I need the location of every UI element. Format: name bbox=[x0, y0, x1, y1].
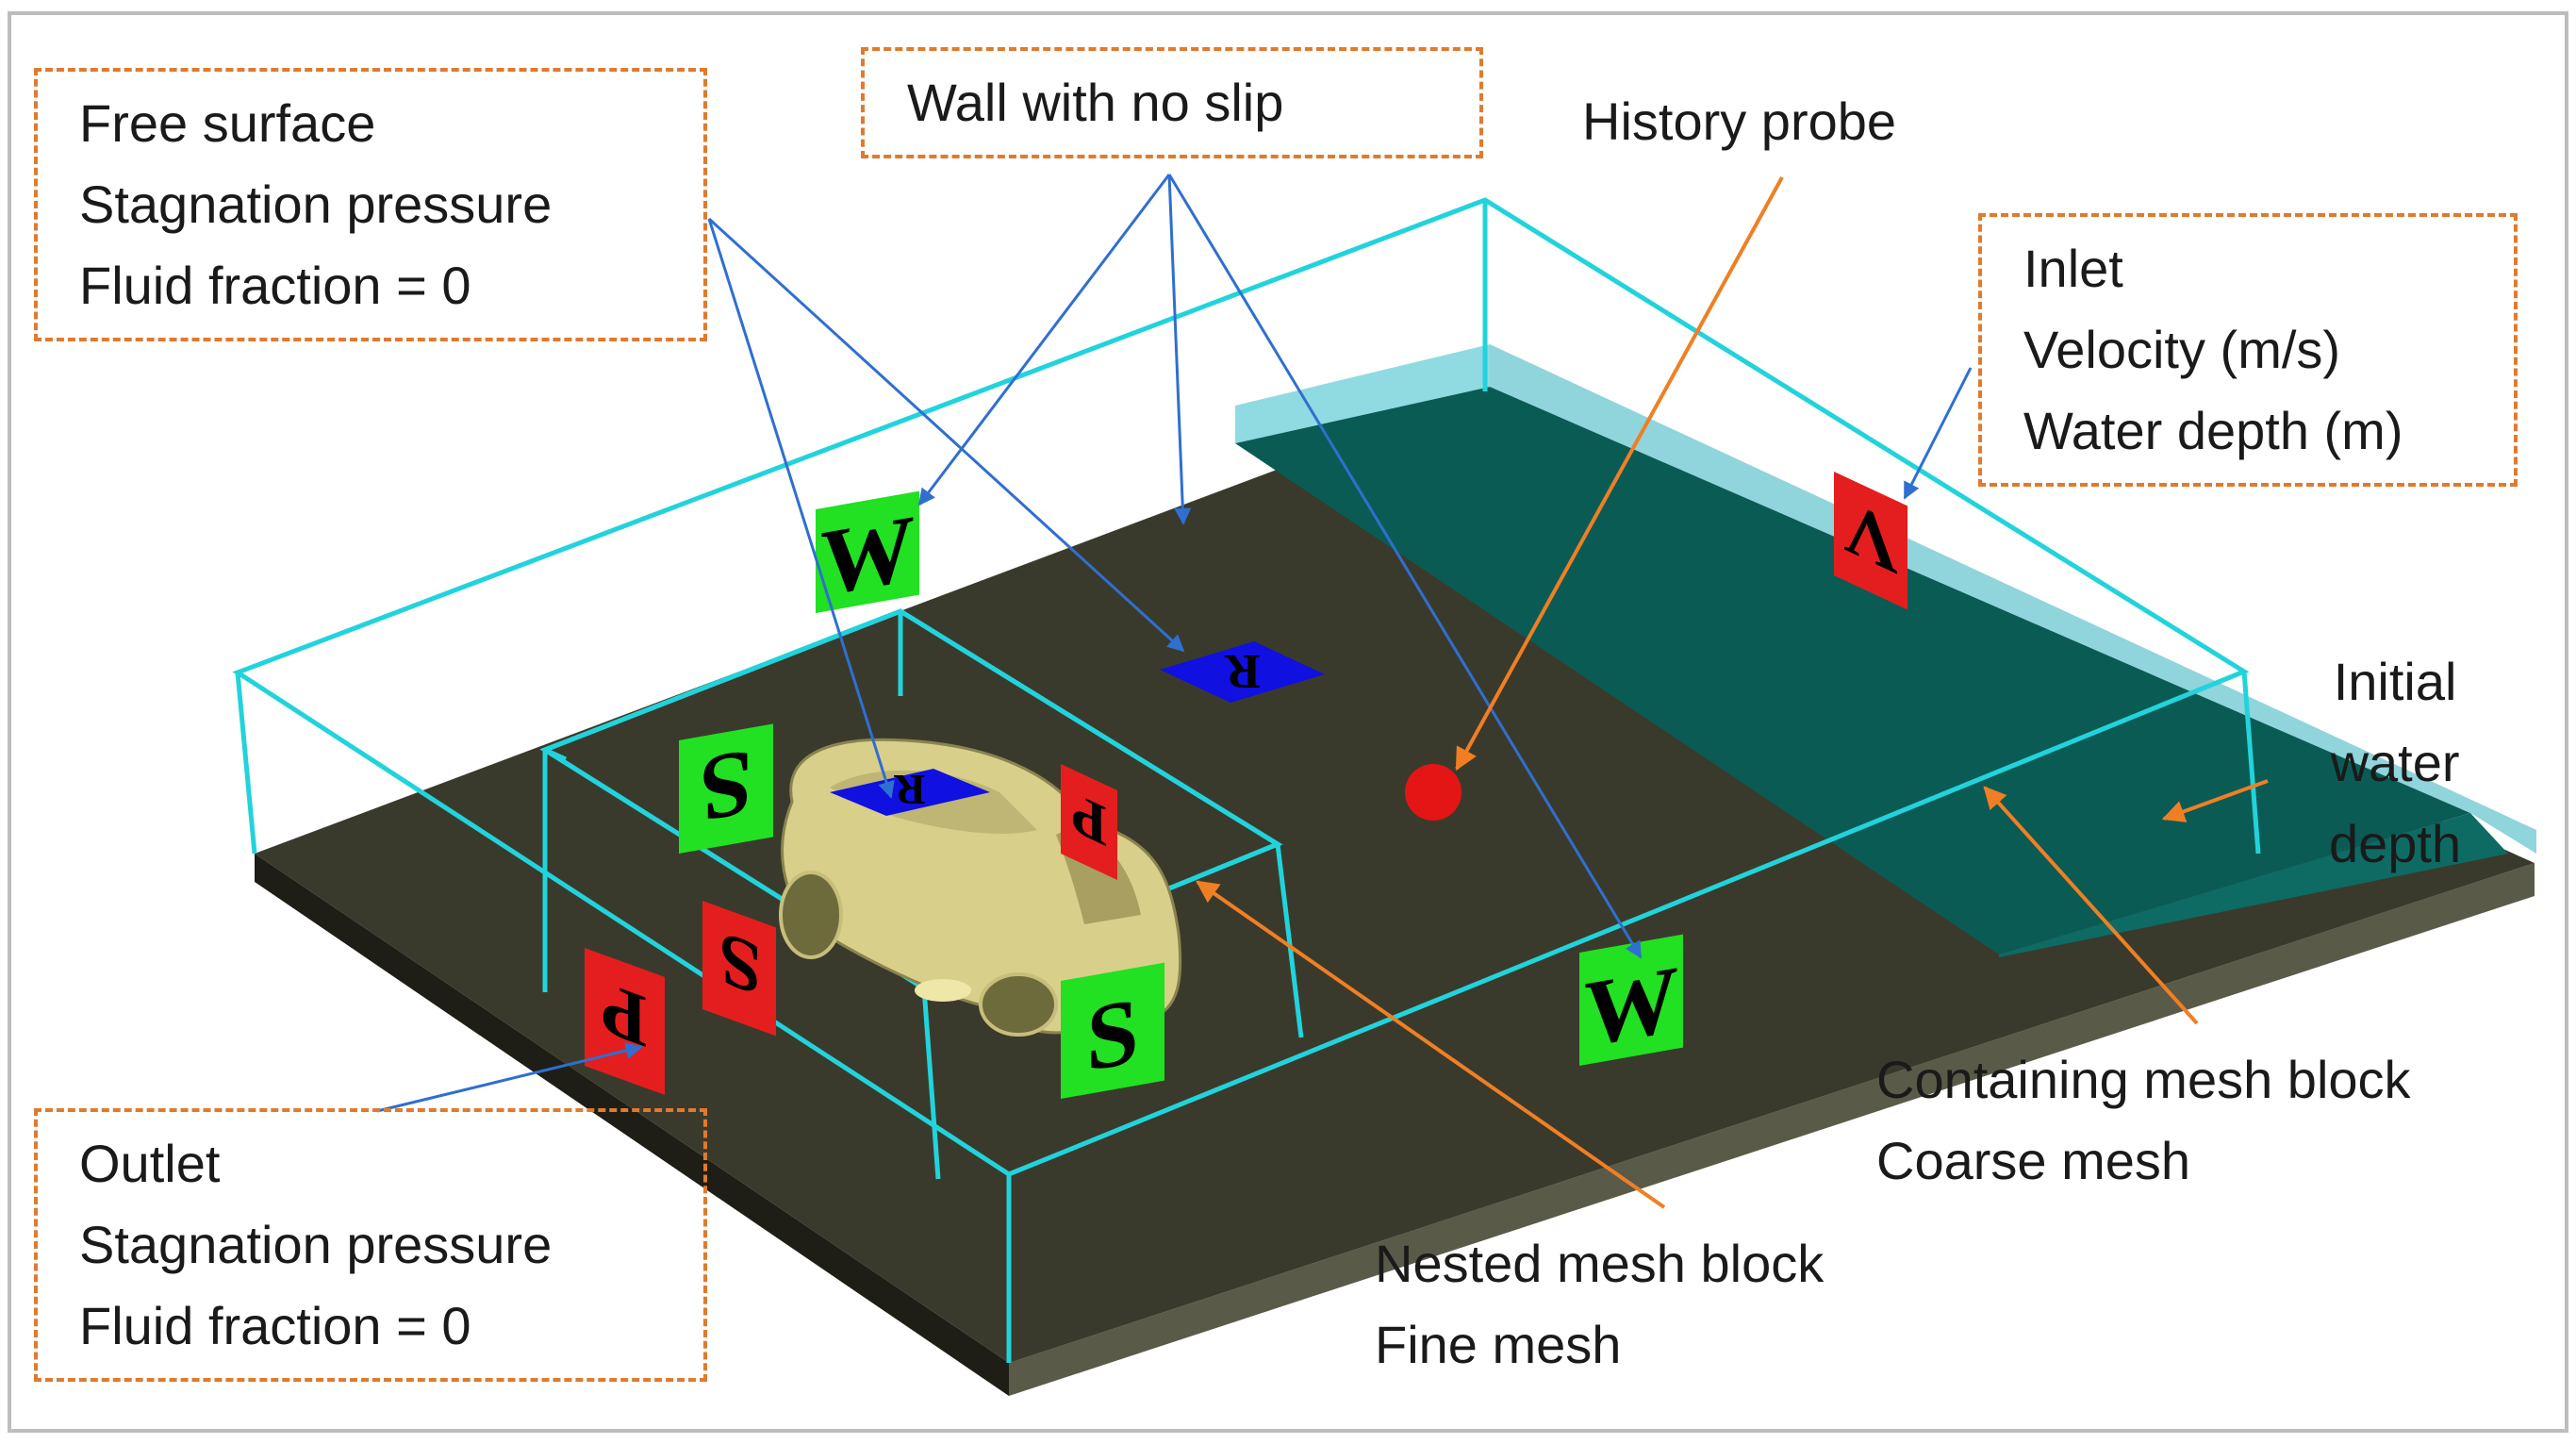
history-probe-point bbox=[1405, 764, 1461, 821]
marker-wall-front: W bbox=[1579, 934, 1683, 1067]
wall-line-1: Wall with no slip bbox=[907, 73, 1284, 132]
orange-pointer-lines bbox=[1196, 176, 2269, 1209]
marker-roughness-floor: R bbox=[1160, 641, 1325, 703]
inlet-line-2: Velocity (m/s) bbox=[2023, 320, 2341, 379]
marker-velocity-inlet: V bbox=[1834, 472, 1907, 610]
free-surface-line-2: Stagnation pressure bbox=[79, 174, 553, 234]
containing-mesh-label: Containing mesh block Coarse mesh bbox=[1876, 1039, 2411, 1202]
history-probe-label: History probe bbox=[1582, 81, 1896, 162]
marker-roughness-car: R bbox=[830, 766, 990, 816]
free-surface-line-1: Free surface bbox=[79, 93, 376, 153]
wall-box: Wall with no slip bbox=[861, 47, 1483, 158]
marker-symmetry-left-letter: S bbox=[700, 729, 752, 843]
inlet-line-3: Water depth (m) bbox=[2023, 401, 2403, 460]
initial-water-line-2: water bbox=[2330, 733, 2460, 792]
outlet-line-1: Outlet bbox=[79, 1134, 221, 1193]
containing-mesh-line-2: Coarse mesh bbox=[1876, 1131, 2191, 1190]
water-front-face bbox=[1999, 813, 2508, 957]
marker-symmetry-front-letter: S bbox=[1086, 977, 1139, 1091]
free-surface-line-3: Fluid fraction = 0 bbox=[79, 256, 471, 315]
figure-frame bbox=[8, 11, 2568, 1433]
marker-symmetry-front: S bbox=[1061, 962, 1164, 1099]
marker-roughness-floor-letter: R bbox=[1224, 644, 1261, 698]
marker-pressure-outlet: P bbox=[585, 948, 665, 1095]
water-surface-slope bbox=[1490, 344, 2536, 854]
inlet-line-1: Inlet bbox=[2023, 239, 2123, 298]
blue-pointer-lines bbox=[376, 174, 1973, 1113]
marker-wall-back: W bbox=[816, 490, 919, 616]
marker-symmetry-red-letter: S bbox=[719, 915, 761, 1014]
history-probe-line-1: History probe bbox=[1582, 91, 1897, 151]
marker-roughness-car-letter: R bbox=[894, 766, 926, 814]
initial-water-line-3: depth bbox=[2329, 814, 2462, 873]
containing-mesh-line-1: Containing mesh block bbox=[1876, 1050, 2411, 1109]
water-top bbox=[1235, 387, 2470, 954]
outlet-line-3: Fluid fraction = 0 bbox=[79, 1296, 471, 1355]
nested-mesh-line-1: Nested mesh block bbox=[1375, 1234, 1825, 1293]
marker-symmetry-left: S bbox=[679, 723, 773, 854]
inlet-box: Inlet Velocity (m/s) Water depth (m) bbox=[1978, 213, 2518, 487]
water-surface-band bbox=[1235, 344, 1490, 443]
initial-water-label: Initial water depth bbox=[2329, 641, 2461, 885]
floor-front-side bbox=[255, 854, 1009, 1396]
free-surface-box: Free surface Stagnation pressure Fluid f… bbox=[34, 68, 707, 341]
marker-symmetry-red: S bbox=[702, 901, 776, 1037]
marker-pressure-car: P bbox=[1061, 764, 1117, 880]
floor-right-side bbox=[1009, 863, 2535, 1396]
outlet-line-2: Stagnation pressure bbox=[79, 1215, 553, 1274]
nested-mesh-label: Nested mesh block Fine mesh bbox=[1375, 1223, 1824, 1386]
marker-wall-front-letter: W bbox=[1584, 945, 1678, 1067]
outlet-box: Outlet Stagnation pressure Fluid fractio… bbox=[34, 1108, 707, 1382]
marker-wall-back-letter: W bbox=[820, 494, 915, 616]
nested-mesh-line-2: Fine mesh bbox=[1375, 1315, 1622, 1374]
initial-water-line-1: Initial bbox=[2333, 652, 2457, 711]
